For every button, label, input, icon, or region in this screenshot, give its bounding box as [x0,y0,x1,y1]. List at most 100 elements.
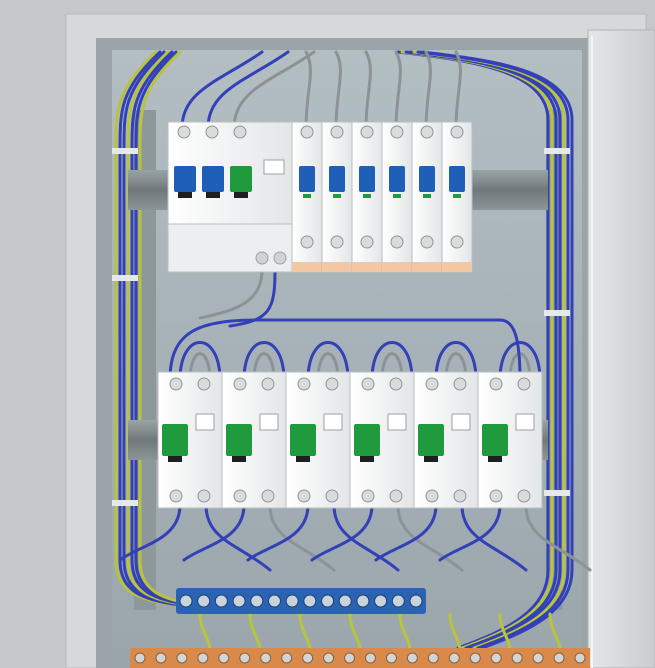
rcd-toggle-slot [234,192,248,198]
mcb-status-indicator [363,194,371,198]
rcd-terminal-screw [233,125,247,139]
mcb-busbar-comb [322,262,352,272]
mcb-busbar-comb [382,262,412,272]
rcbo-test-button [195,413,215,431]
mcb-top-screw [390,125,404,139]
rcbo-bottom-screw [169,489,183,503]
wire-earth [398,612,412,652]
cabinet-door [587,29,655,668]
cable-tie [544,148,570,154]
wire-loop [370,341,414,382]
mcb-busbar-comb [352,262,382,272]
earth-terminal-screw [281,652,293,664]
rcbo-toggle-handle [418,424,444,456]
mcb-top-screw [450,125,464,139]
earth-terminal-screw [532,652,544,664]
neutral-terminal-screw [338,594,352,608]
rcd-test-button [263,159,285,175]
wire-top-feed [394,50,402,130]
rcbo-top-screw [233,377,247,391]
earth-terminal-screw [448,652,460,664]
mcb-busbar-comb [292,262,322,272]
mcb-top-screw [300,125,314,139]
wire-earth [348,612,362,652]
wire-loop [434,341,478,382]
rcbo-top-screw [517,377,531,391]
top-breaker-row [167,121,473,273]
earth-terminal-screw [469,652,481,664]
neutral-terminal-screw [356,594,370,608]
earth-terminal-screw [302,652,314,664]
earth-terminal-screw [344,652,356,664]
mcb-bottom-screw [450,235,464,249]
wire-outgoing [182,503,246,562]
rcd-toggle-slot [178,192,192,198]
rcbo-toggle-handle [482,424,508,456]
earth-bar-terminals [134,652,586,664]
rcbo-bottom-screw [297,489,311,503]
wire-rcd-feed [180,50,264,130]
mcb-top-screw [330,125,344,139]
wire-earth [198,612,212,652]
earth-terminal-screw [134,652,146,664]
wire-loop [306,341,350,382]
mcb-bottom-screw [420,235,434,249]
mcb-status-indicator [393,194,401,198]
mcb-bottom-screw [330,235,344,249]
mcb-toggle-handle [419,166,435,192]
rcbo-bottom-screw [325,489,339,503]
rcbo-test-button [259,413,279,431]
wire-outgoing [268,503,336,572]
wire-loop [242,341,286,382]
wire-outgoing [246,503,310,562]
cable-tie [112,148,138,154]
wire-top-feed [334,50,342,130]
mcb-toggle-handle [329,166,345,192]
wire-loop [252,352,276,382]
rcd-toggle-slot [206,192,220,198]
mcb-bottom-screw [300,235,314,249]
rcbo-top-screw [325,377,339,391]
cable-tie [112,275,138,281]
rcbo-test-button [515,413,535,431]
mcb-toggle-handle [449,166,465,192]
mcb-toggle-handle [299,166,315,192]
earth-terminal-screw [323,652,335,664]
neutral-terminal-screw [214,594,228,608]
cable-tie [544,490,570,496]
earth-terminal-screw [427,652,439,664]
wire-top-feed [364,50,372,130]
wire-rcd-feed [232,50,316,130]
mcb-bottom-screw [390,235,404,249]
neutral-bar-terminals [179,594,423,608]
neutral-terminal-screw [374,594,388,608]
earth-terminal-screw [239,652,251,664]
wire-bridge [168,318,522,382]
wire-outgoing [332,503,400,572]
mcb-status-indicator [333,194,341,198]
mcb-top-screw [420,125,434,139]
neutral-terminal-screw [321,594,335,608]
wire-rcd-out [228,268,277,328]
rcd-toggle-handle [230,166,252,192]
wire-earth [248,612,262,652]
earth-terminal-screw [364,652,376,664]
wire-outgoing [204,503,272,572]
earth-terminal-screw [197,652,209,664]
rcbo-toggle-slot [360,456,374,462]
earth-terminal-screw [155,652,167,664]
wire-outgoing [460,503,528,572]
wire-earth [298,612,312,652]
earth-terminal-screw [574,652,586,664]
rcbo-top-screw [489,377,503,391]
neutral-bar-body [176,588,426,614]
mcb-busbar-comb [442,262,472,272]
neutral-terminal-screw [250,594,264,608]
earth-terminal-screw [490,652,502,664]
wire-outgoing [118,503,182,562]
neutral-bus-bar [176,588,426,614]
wire-loop [444,352,468,382]
neutral-terminal-screw [391,594,405,608]
wire-outgoing [310,503,374,562]
neutral-terminal-screw [303,594,317,608]
